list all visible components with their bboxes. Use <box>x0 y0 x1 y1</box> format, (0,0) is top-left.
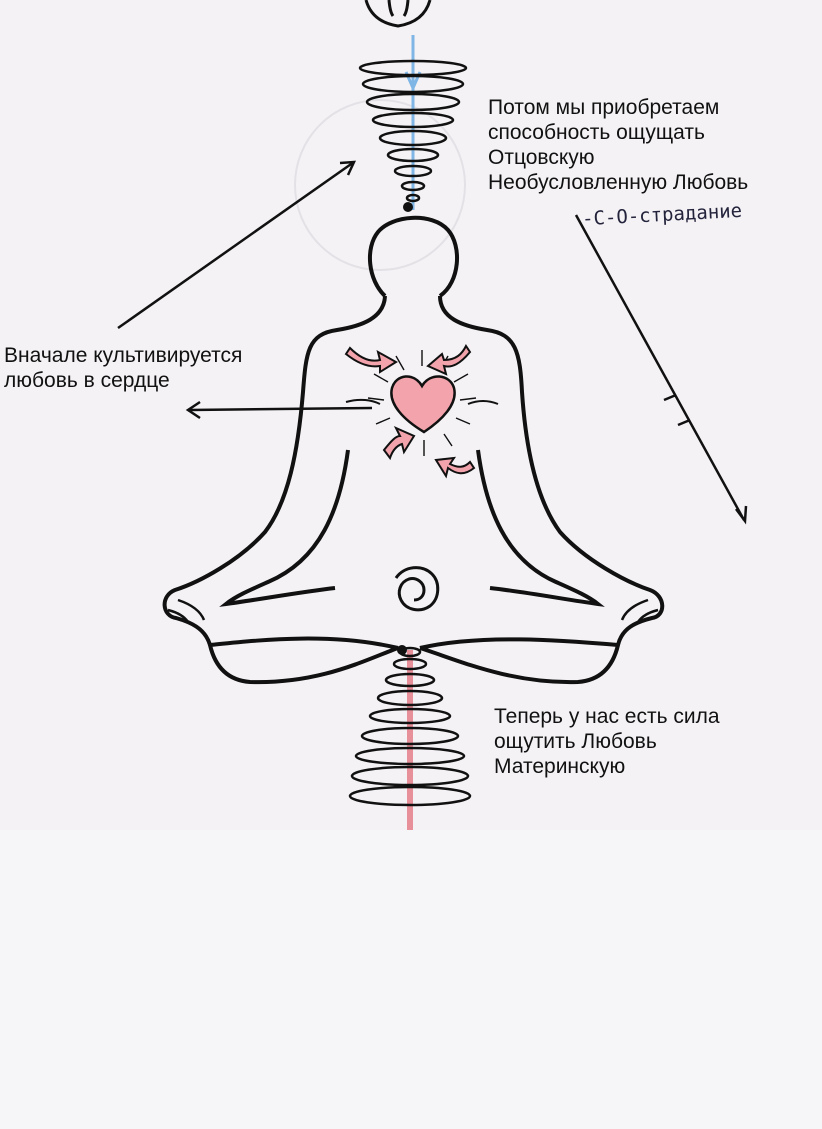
caption-line: Материнскую <box>494 755 626 778</box>
upper-spiral-coil <box>358 59 468 203</box>
hand-details <box>167 598 659 623</box>
pointer-arrows <box>117 160 748 525</box>
lower-blank-area <box>0 830 822 1129</box>
crown-dot <box>403 202 413 212</box>
right-inner-arm <box>476 449 605 607</box>
heart-circulation-arrows <box>344 344 476 479</box>
caption-maternal-love: Теперь у нас есть сила ощутить Любовь Ма… <box>494 704 720 779</box>
head-outline <box>367 215 459 298</box>
caption-line: ощутить Любовь <box>494 730 657 753</box>
blue-arrowhead <box>404 71 422 92</box>
faint-background-circle <box>294 99 466 271</box>
caption-line: Вначале культивируется <box>4 344 243 367</box>
left-inner-arm <box>219 449 350 607</box>
caption-line: Отцовскую <box>488 146 595 169</box>
caption-paternal-love: Потом мы приобретаем способность ощущать… <box>488 95 748 195</box>
caption-heart-love: Вначале культивируется любовь в сердце <box>4 343 242 393</box>
root-dot <box>397 645 407 655</box>
chest-mark-left <box>345 398 381 405</box>
chest-mark-right <box>467 400 499 405</box>
crown-circle-icon <box>364 0 432 28</box>
caption-line: Необусловленную Любовь <box>488 171 749 194</box>
legs-outline <box>209 636 619 650</box>
navel-spiral <box>394 566 440 612</box>
caption-line: любовь в сердце <box>4 369 170 392</box>
caption-line: Теперь у нас есть сила <box>494 705 720 728</box>
heart-shape <box>390 375 456 434</box>
caption-line: Потом мы приобретаем <box>488 96 720 119</box>
body-outline <box>162 295 665 685</box>
caption-line: способность ощущать <box>488 121 705 144</box>
